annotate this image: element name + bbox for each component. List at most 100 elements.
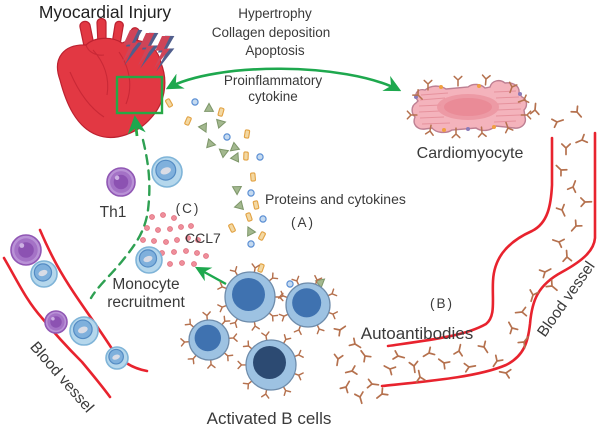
autoantibody-icon	[453, 343, 464, 357]
monocyte-cell	[105, 346, 129, 370]
autoantibody-icon	[517, 336, 529, 349]
ccl7-dot	[144, 225, 150, 231]
protein-circle-icon	[247, 240, 255, 248]
autoantibody-icon	[333, 353, 344, 367]
effect-label-hypertrophy: Hypertrophy	[238, 6, 312, 21]
autoantibody-icon	[562, 249, 573, 263]
b-cell	[277, 274, 339, 336]
ccl7-dot	[151, 238, 157, 244]
cytokine-orange-icon	[243, 129, 251, 139]
right-vessel-wall	[386, 136, 554, 348]
autoantibody-icon	[507, 321, 519, 335]
membrane-dot	[442, 128, 446, 132]
membrane-dot	[439, 85, 443, 89]
cytokine-orange-icon	[165, 98, 173, 108]
autoantibody-icon	[492, 354, 504, 368]
tag-c-label: (C)	[176, 201, 201, 216]
striation-line	[419, 116, 445, 119]
autoantibody-icon	[477, 340, 489, 354]
ccl7-dot	[171, 215, 177, 221]
autoantibody-icon	[339, 380, 351, 394]
bcell-to-ccl7-arrow	[194, 266, 227, 286]
effect-label-collagen: Collagen deposition	[212, 25, 331, 40]
ccl7-label: CCL7	[185, 230, 221, 246]
monocyte-cell	[30, 260, 58, 288]
membrane-dot	[477, 84, 481, 88]
autoantibody-icon	[514, 306, 528, 317]
ccl7-dot	[163, 239, 169, 245]
autoantibody-scatter	[333, 102, 593, 405]
bound-antibody-icon	[504, 121, 514, 134]
autoantibody-icon	[555, 164, 568, 177]
immune-cells	[10, 156, 183, 370]
protein-circle-icon	[286, 280, 294, 288]
striation-line	[493, 90, 517, 93]
proteins-and-cytokines-scatter	[165, 98, 326, 289]
autoantibody-icon	[344, 365, 358, 375]
ccl7-dot	[183, 248, 189, 254]
protein-triangle-icon	[247, 225, 257, 237]
bolt-icon	[121, 29, 139, 63]
bound-antibody-icon	[520, 110, 532, 120]
lymphocyte-cell	[10, 234, 42, 266]
autoantibody-icon	[366, 378, 380, 389]
autoantibody-icon	[529, 289, 540, 303]
protein-circle-icon	[247, 189, 255, 197]
striation-line	[495, 96, 520, 99]
autoantibody-icon	[552, 238, 565, 249]
cytokine-orange-icon	[228, 223, 236, 233]
autoantibody-icon	[570, 219, 583, 232]
ccl7-dot	[203, 253, 209, 259]
membrane-dot	[518, 92, 522, 96]
autoantibody-icon	[529, 102, 540, 116]
bound-antibody-icon	[508, 81, 518, 94]
injury-focus-box	[115, 75, 164, 115]
striation-line	[496, 108, 522, 111]
b-cell-nucleus	[253, 346, 286, 379]
autoantibody-icon	[422, 346, 436, 358]
membrane-dot	[492, 125, 496, 129]
cytokine-orange-icon	[217, 107, 225, 117]
activated-b-cells	[180, 263, 339, 399]
figure-title: Myocardial Injury	[39, 2, 172, 22]
protein-circle-icon	[259, 215, 267, 223]
protein-triangle-icon	[233, 199, 245, 211]
autoantibody-icon	[376, 387, 389, 399]
ccl7-dot	[178, 224, 184, 230]
ccl7-dot	[185, 235, 191, 241]
autoantibody-icon	[555, 203, 566, 217]
heart-vessel-stub	[96, 17, 107, 45]
bound-antibody-icon	[406, 110, 418, 120]
b-cell	[217, 263, 284, 331]
striation-line	[418, 110, 441, 113]
autoantibodies-label: Autoantibodies	[361, 324, 473, 343]
ccl7-dot	[167, 261, 173, 267]
right-vessel-wall	[380, 131, 597, 388]
cardiomyocyte-nucleus-core	[444, 98, 492, 116]
ccl7-dot	[194, 250, 200, 256]
cell-highlight	[19, 243, 25, 248]
lymphocyte-cell	[44, 310, 68, 334]
ccl7-dot	[174, 237, 180, 243]
autoantibody-icon	[437, 358, 451, 370]
ccl7-dot	[179, 260, 185, 266]
cell-inner-blob	[112, 354, 120, 360]
effect-label-apoptosis: Apoptosis	[245, 43, 305, 58]
cell-inner-blob	[160, 167, 171, 175]
ccl7-dot	[140, 237, 146, 243]
striation-line	[419, 97, 446, 101]
ccl7-dot	[167, 226, 173, 232]
proinflammatory-arrow	[165, 67, 402, 92]
autoantibody-icon	[570, 105, 583, 118]
striation-line	[421, 122, 451, 125]
ccl7-dot	[160, 212, 166, 218]
autoantibody-icon	[575, 133, 589, 144]
autoantibody-icon	[551, 118, 565, 129]
ccl7-dot	[149, 214, 155, 220]
heart-detail-line	[85, 44, 105, 56]
autoantibody-icon	[580, 197, 593, 208]
cytokine-orange-icon	[184, 116, 192, 126]
monocyte-recruitment-label-line1: Monocyte	[112, 276, 179, 293]
cytokine-orange-icon	[245, 212, 253, 222]
